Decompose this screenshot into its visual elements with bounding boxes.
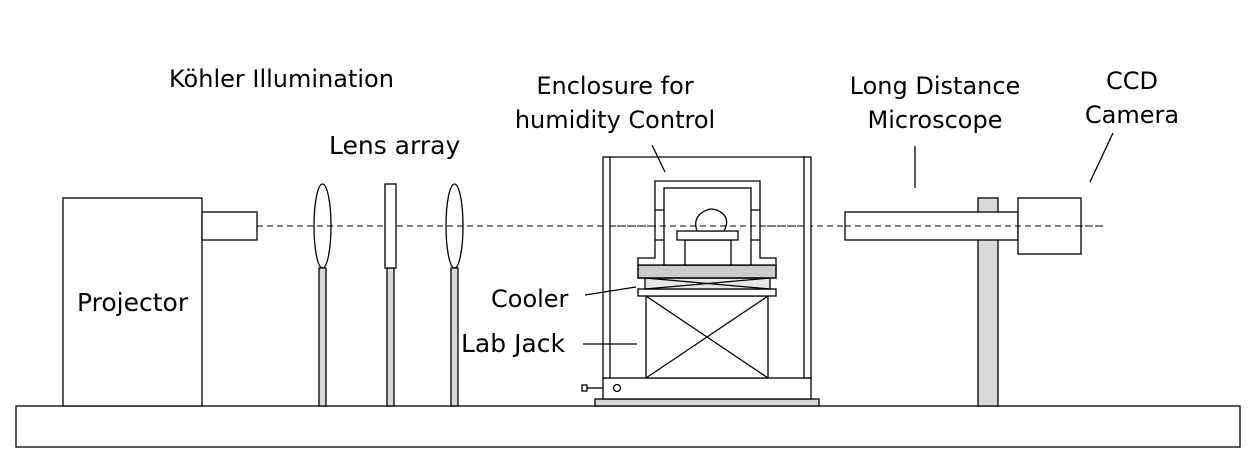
lens-post-1 xyxy=(318,267,327,407)
camera-label-line1: CCD xyxy=(1106,67,1158,95)
enclosure-label-line2: humidity Control xyxy=(515,106,715,134)
lab-jack-label: Lab Jack xyxy=(461,329,566,358)
lens-1 xyxy=(313,183,332,269)
sample-stage xyxy=(676,230,739,241)
camera-label-line2: Camera xyxy=(1085,101,1179,129)
cooler-top-plate xyxy=(637,264,777,279)
adjust-screw-head xyxy=(581,384,588,392)
projector-lens-tube xyxy=(201,211,258,241)
sample-pedestal xyxy=(684,239,732,266)
cooler-label: Cooler xyxy=(491,285,569,313)
enclosure-base-plate xyxy=(594,398,820,407)
camera-leader xyxy=(1089,132,1114,183)
cooler-leader xyxy=(584,286,637,296)
microscope-stand xyxy=(977,197,999,407)
enclosure-wall-right xyxy=(803,156,812,379)
knob-icon xyxy=(612,383,622,393)
cooler-cross-2 xyxy=(644,277,771,290)
lens-post-3 xyxy=(450,267,459,407)
lens-2-flat xyxy=(384,183,397,269)
projector-label: Projector xyxy=(77,288,189,317)
enclosure-label-line1: Enclosure for xyxy=(536,72,694,100)
enclosure-wall-left xyxy=(602,156,611,379)
enclosure-base xyxy=(602,377,812,400)
optical-bench xyxy=(15,405,1241,448)
humidity-enclosure xyxy=(581,156,820,407)
microscope-label-line2: Microscope xyxy=(868,106,1003,134)
projector-body xyxy=(62,197,203,407)
lens-array-label: Lens array xyxy=(329,131,460,160)
enclosure-leader xyxy=(651,144,666,173)
lab-jack-cross-2 xyxy=(645,295,769,379)
cooler-plate xyxy=(637,288,777,297)
kohler-illumination-label: Köhler Illumination xyxy=(169,65,394,93)
lens-post-2 xyxy=(386,267,395,407)
lens-array xyxy=(313,183,464,407)
microscope-label-line1: Long Distance xyxy=(850,72,1021,100)
lens-3 xyxy=(445,183,464,269)
